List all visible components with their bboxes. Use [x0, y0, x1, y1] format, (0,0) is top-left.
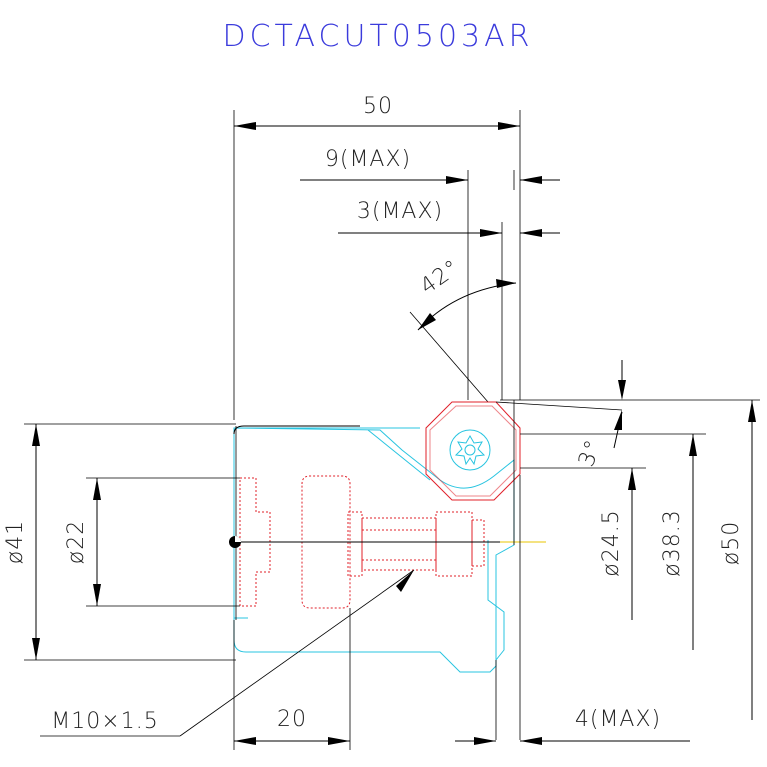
dim-9-max: 9(MAX) [300, 147, 560, 400]
dim-length-20: 20 [233, 608, 351, 750]
dim-3deg-label: 3° [574, 436, 607, 470]
dim-dia-38-3-label: ø38.3 [660, 509, 685, 576]
dim-3-max-label: 3(MAX) [357, 199, 443, 224]
dim-dia-22: ø22 [64, 477, 240, 607]
dim-overall-length: 50 [233, 94, 521, 420]
dim-3-max: 3(MAX) [338, 199, 560, 400]
center-axis [229, 536, 546, 548]
dim-42-label: 42° [416, 255, 465, 300]
thread-callout: M10×1.5 [40, 569, 415, 737]
cutting-insert [425, 401, 521, 501]
dim-20-label: 20 [277, 707, 307, 732]
dim-4-max-label: 4(MAX) [575, 707, 661, 732]
dim-dia-50-label: ø50 [719, 521, 744, 565]
dim-dia-22-label: ø22 [64, 520, 89, 564]
thread-label: M10×1.5 [51, 709, 158, 734]
clamp-screw-assembly [239, 475, 485, 609]
dim-4-max: 4(MAX) [455, 707, 690, 745]
torx-screw-icon [449, 429, 491, 471]
dim-dia-24-5-label: ø24.5 [599, 509, 624, 576]
dim-dia-50: ø50 [719, 400, 756, 720]
drawing-title: DCTACUT0503AR [223, 19, 534, 54]
dim-angle-3: 3° [495, 360, 760, 470]
dim-dia-41-label: ø41 [3, 520, 28, 564]
dim-angle-42: 42° [409, 255, 517, 403]
dim-dia-38-3: ø38.3 [660, 434, 697, 650]
dim-dia-24-5: ø24.5 [520, 433, 706, 620]
dim-50-label: 50 [363, 94, 393, 119]
holder-body-black [233, 425, 360, 620]
dim-dia-41: ø41 [3, 423, 236, 661]
dim-9-max-label: 9(MAX) [325, 147, 411, 172]
